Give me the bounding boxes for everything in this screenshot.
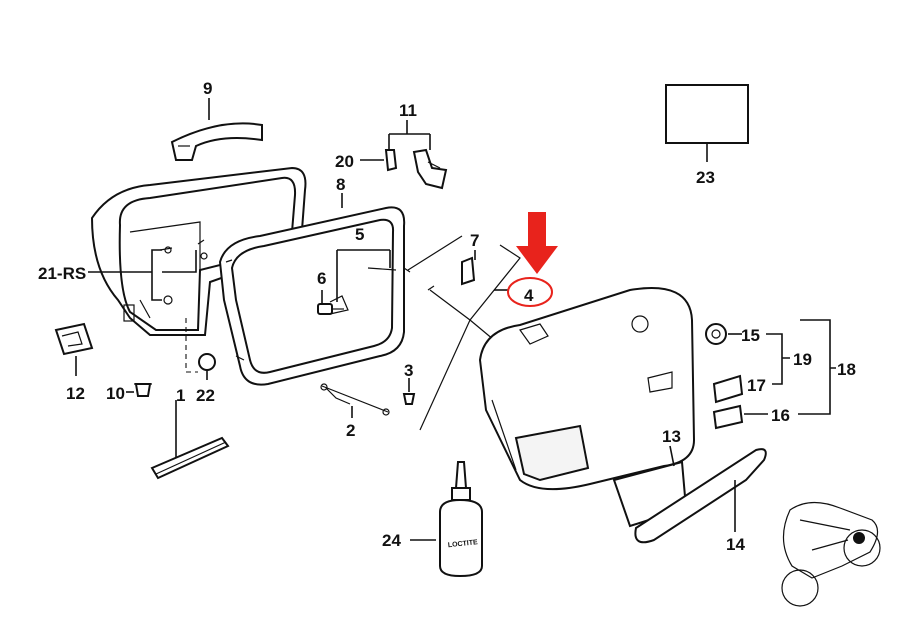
part-9-handle — [170, 122, 263, 161]
label-11: 11 — [399, 101, 417, 120]
label-24: 24 — [382, 531, 401, 550]
highlight-circle — [507, 277, 553, 307]
part-5-rods — [329, 249, 397, 315]
part-17-pad — [712, 374, 744, 404]
part-16-pad — [712, 404, 744, 430]
part-4-frame — [403, 235, 553, 431]
part-labels: 1 2 3 4 5 6 7 8 9 10 11 12 13 14 15 16 1… — [38, 79, 856, 554]
label-16: 16 — [771, 406, 790, 425]
part-2-cable — [320, 383, 390, 418]
label-7: 7 — [470, 231, 479, 250]
label-9: 9 — [203, 79, 212, 98]
label-17: 17 — [747, 376, 766, 395]
part-15-grommet — [705, 323, 727, 345]
bottle-label: LOCTITE — [448, 539, 479, 549]
part-23-box — [665, 84, 749, 144]
label-20: 20 — [335, 152, 354, 171]
part-1-seal — [150, 400, 230, 480]
label-1: 1 — [176, 386, 185, 405]
label-3: 3 — [404, 361, 413, 380]
label-19: 19 — [793, 350, 812, 369]
case-cover-right — [478, 287, 696, 491]
label-2: 2 — [346, 421, 355, 440]
label-15: 15 — [741, 326, 760, 345]
label-6: 6 — [317, 269, 326, 288]
part-6-bolt — [317, 290, 344, 315]
label-14: 14 — [726, 535, 745, 554]
label-4: 4 — [524, 286, 534, 305]
label-22: 22 — [196, 386, 215, 405]
part-11-20-hinges — [360, 120, 448, 190]
part-22-knob — [185, 318, 216, 380]
part-14-strip — [634, 448, 767, 544]
label-12: 12 — [66, 384, 85, 403]
red-down-arrow-icon — [516, 212, 558, 274]
label-18: 18 — [837, 360, 856, 379]
part-3-screw — [402, 378, 416, 405]
label-5: 5 — [355, 225, 364, 244]
label-23: 23 — [696, 168, 715, 187]
label-13: 13 — [662, 427, 681, 446]
part-8-gasket — [218, 206, 406, 386]
label-21-rs: 21-RS — [38, 264, 86, 283]
part-12-latch — [54, 322, 94, 376]
part-24-bottle: LOCTITE — [410, 461, 483, 578]
leaders-15-19-18 — [728, 319, 836, 415]
motorcycle-silhouette-icon — [781, 501, 881, 607]
label-10: 10 — [106, 384, 125, 403]
leader-21 — [88, 249, 197, 301]
part-7-clip — [461, 250, 476, 286]
part-10-cap — [126, 383, 152, 397]
label-8: 8 — [336, 175, 345, 194]
